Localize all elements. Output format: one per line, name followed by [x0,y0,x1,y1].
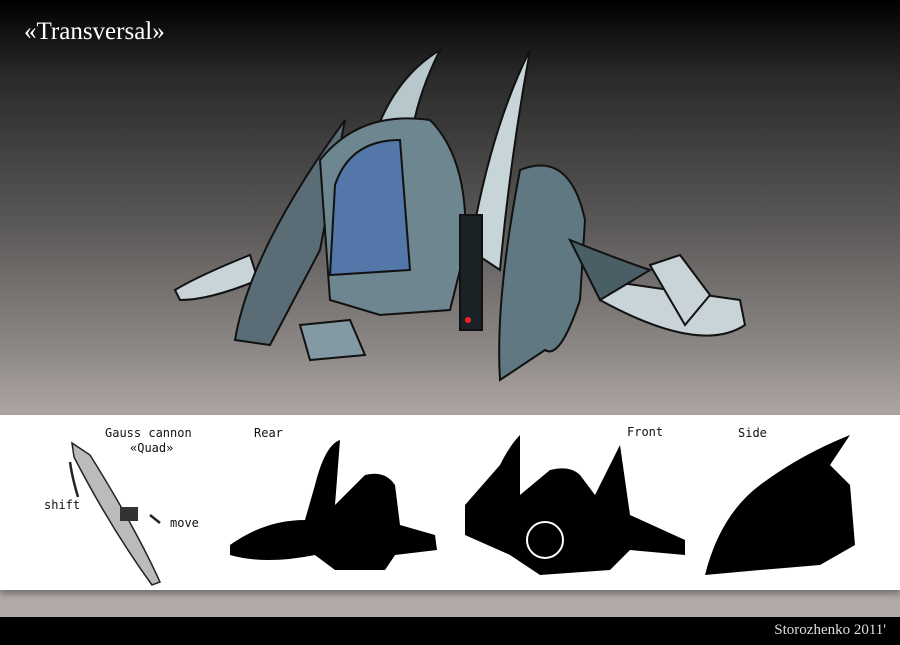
footer-bar: Storozhenko 2011' [0,617,900,645]
orthographic-views-panel: Gauss cannon «Quad» shift move Rear Fron… [0,415,900,590]
move-label: move [170,516,199,530]
artist-credit: Storozhenko 2011' [774,622,886,638]
spaceship-illustration [173,47,747,382]
gauss-cannon-label: Gauss cannon [105,426,192,440]
gauss-cannon-name: «Quad» [130,441,174,455]
gauss-cannon-sketch [68,441,162,586]
rear-label: Rear [254,426,283,440]
front-view-silhouette [465,435,685,575]
rear-view-silhouette [230,440,437,570]
side-label: Side [738,426,767,440]
shift-label: shift [44,498,81,512]
artwork-title: «Transversal» [24,18,165,45]
side-view-silhouette [705,435,855,575]
front-label: Front [627,425,664,439]
